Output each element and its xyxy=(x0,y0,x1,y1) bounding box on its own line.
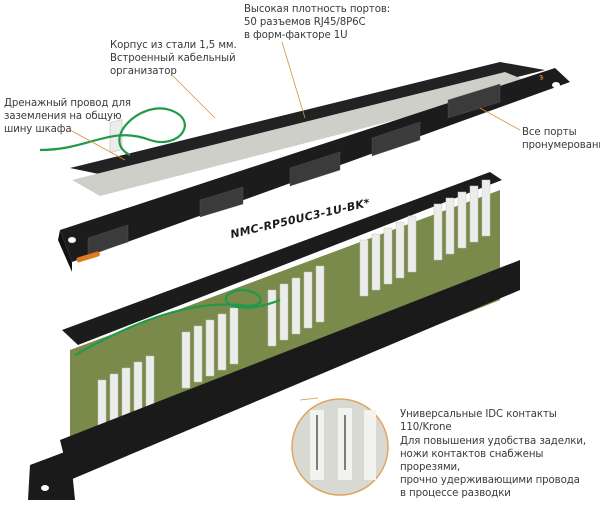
idc-contact-magnifier xyxy=(291,398,389,496)
category-badge: 3 xyxy=(539,74,545,82)
callout-drain-wire: Дренажный провод для заземления на общую… xyxy=(4,98,131,135)
brand-badge xyxy=(76,251,100,263)
callout-numbered-ports: Все порты пронумерованы xyxy=(522,127,600,151)
rear-patch-panel xyxy=(28,172,520,500)
leader-lines xyxy=(69,41,521,401)
drain-wire xyxy=(39,107,186,156)
callout-idc-description: Для повышения удобства заделки, ножи кон… xyxy=(400,436,587,499)
callout-port-density: Высокая плотность портов: 50 разъемов RJ… xyxy=(244,4,391,41)
callout-steel-housing: Корпус из стали 1,5 мм. Встроенный кабел… xyxy=(110,40,237,77)
front-patch-panel: 3 xyxy=(39,62,570,272)
callout-idc-title: Универсальные IDC контакты 110/Krone xyxy=(400,409,557,433)
